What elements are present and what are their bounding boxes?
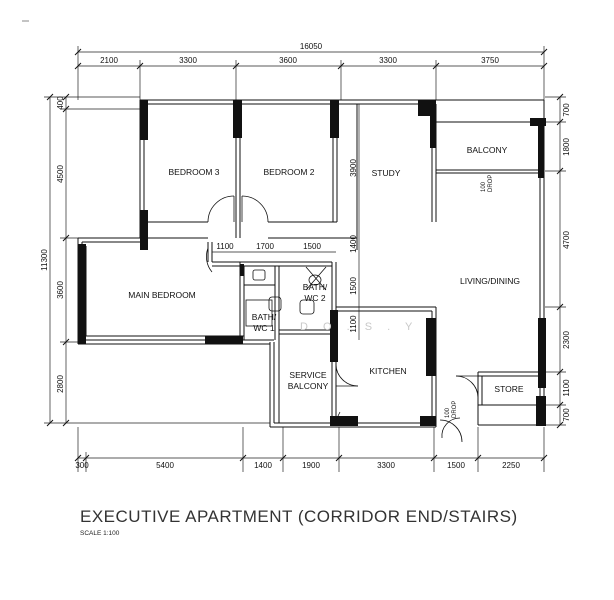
dim-left-3: 3600 <box>56 281 65 299</box>
top-dimensions: 16050 2100 3300 3600 3300 3750 <box>74 42 548 100</box>
structural-columns <box>78 100 546 426</box>
drop-label-1-text: DROP <box>488 175 494 192</box>
dim-top-1: 2100 <box>100 56 118 65</box>
inner-dimensions: 1100 1700 1500 3900 1400 1500 1100 <box>212 104 360 340</box>
dim-right-5: 1100 <box>562 379 571 397</box>
room-bath-wc2-line1: BATH/ <box>303 282 328 292</box>
room-main-bedroom: MAIN BEDROOM <box>128 290 196 300</box>
drop-label-2-value: 100 <box>445 407 451 418</box>
room-study: STUDY <box>372 168 401 178</box>
dim-right-1: 700 <box>562 103 571 117</box>
room-bedroom-2: BEDROOM 2 <box>263 167 314 177</box>
drop-label-1-value: 100 <box>481 181 487 192</box>
room-bath-wc2-line2: WC 2 <box>304 293 326 303</box>
room-bedroom-3: BEDROOM 3 <box>168 167 219 177</box>
dim-bottom-3: 1400 <box>254 461 272 470</box>
dim-study-4: 1100 <box>349 315 358 333</box>
dim-bottom-4: 1900 <box>302 461 320 470</box>
dim-left-1: 400 <box>56 96 65 110</box>
plan-title: EXECUTIVE APARTMENT (CORRIDOR END/STAIRS… <box>80 507 518 526</box>
dim-right-2: 1800 <box>562 138 571 156</box>
dim-bottom-5: 3300 <box>377 461 395 470</box>
watermark: D O . S . Y <box>300 321 418 333</box>
dim-inner-1: 1100 <box>216 242 234 251</box>
room-service-balcony-line1: SERVICE <box>289 370 326 380</box>
right-dimensions: 700 1800 4700 2300 1100 700 <box>545 93 571 429</box>
room-service-balcony-line2: BALCONY <box>288 381 329 391</box>
room-kitchen: KITCHEN <box>369 366 406 376</box>
room-store: STORE <box>494 384 523 394</box>
dim-bottom-7: 2250 <box>502 461 520 470</box>
room-bath-wc1-line1: BATH/ <box>252 312 277 322</box>
dim-right-4: 2300 <box>562 331 571 349</box>
dim-left-2: 4500 <box>56 165 65 183</box>
left-dimensions: 11300 400 4500 3600 2800 <box>40 93 270 427</box>
dim-top-5: 3750 <box>481 56 499 65</box>
dim-bottom-6: 1500 <box>447 461 465 470</box>
dim-right-3: 4700 <box>562 231 571 249</box>
room-bath-wc1-line2: WC 1 <box>253 323 275 333</box>
dim-study-2: 1400 <box>349 235 358 253</box>
dim-study-3: 1500 <box>349 277 358 295</box>
bath-fixtures <box>245 266 327 327</box>
dim-top-4: 3300 <box>379 56 397 65</box>
doors <box>206 195 479 443</box>
dim-right-6: 700 <box>562 408 571 422</box>
dim-top-2: 3300 <box>179 56 197 65</box>
dim-inner-3: 1500 <box>303 242 321 251</box>
bottom-dimensions: 300 5400 1400 1900 3300 1500 2250 <box>74 427 548 472</box>
overall-width-label: 16050 <box>300 42 323 51</box>
dim-bottom-1: 300 <box>75 461 89 470</box>
dim-top-3: 3600 <box>279 56 297 65</box>
dim-inner-2: 1700 <box>256 242 274 251</box>
plan-scale: SCALE 1:100 <box>80 530 120 537</box>
left-total-label: 11300 <box>40 249 49 271</box>
drop-label-2-text: DROP <box>452 401 458 418</box>
room-labels: BEDROOM 3 BEDROOM 2 STUDY BALCONY LIVING… <box>128 145 524 418</box>
dim-bottom-2: 5400 <box>156 461 174 470</box>
room-balcony: BALCONY <box>467 145 508 155</box>
room-living-dining: LIVING/DINING <box>460 276 520 286</box>
dim-study-1: 3900 <box>349 159 358 177</box>
dim-left-4: 2800 <box>56 375 65 393</box>
